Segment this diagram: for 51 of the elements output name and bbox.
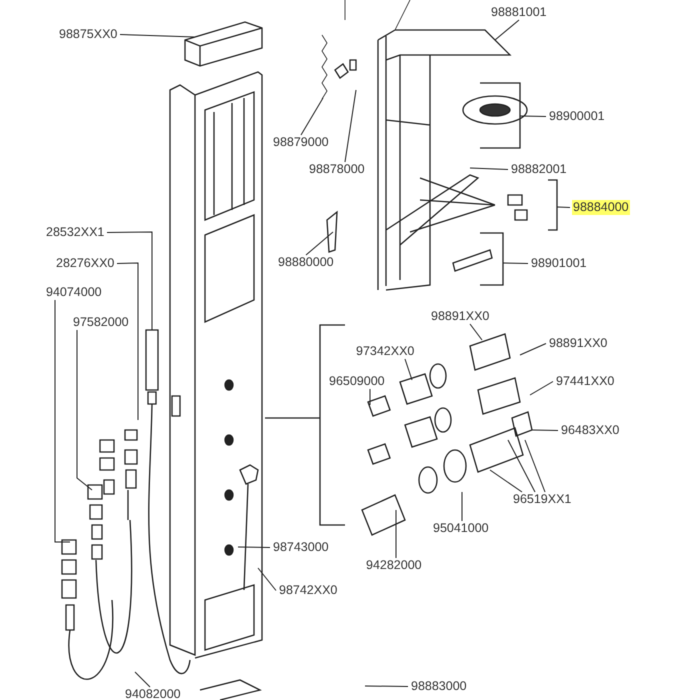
part-number: 98900001 (548, 109, 606, 124)
leader-line (556, 206, 570, 208)
part-number: 98742XX0 (278, 583, 338, 598)
part-number: 98879000 (272, 135, 330, 150)
part-number: 97342XX0 (355, 344, 416, 359)
part-number: 28532XX1 (45, 225, 106, 240)
part-number: 98875XX0 (58, 27, 118, 42)
part-number: 96519XX1 (512, 492, 572, 507)
leader-line (520, 116, 546, 117)
part-number: 98882001 (510, 162, 568, 177)
leader-line (494, 20, 520, 40)
leader-line (490, 470, 522, 492)
leader-line (76, 330, 92, 490)
part-number: 98891XX0 (548, 336, 608, 351)
part-number: 95041000 (432, 521, 490, 536)
part-number: 96509000 (328, 374, 386, 389)
leader-line (364, 686, 408, 687)
part-number: 98878000 (308, 162, 366, 177)
leader-line (404, 358, 412, 380)
part-number: 98883000 (410, 679, 468, 694)
leader-line (120, 34, 196, 38)
part-number: 97582000 (72, 315, 130, 330)
part-number: 98881001 (490, 5, 548, 20)
leader-line (502, 262, 528, 264)
part-number: 97441XX0 (555, 374, 616, 389)
leader-line (106, 232, 152, 330)
part-number: 96483XX0 (560, 423, 620, 438)
leader-line (300, 98, 324, 136)
leader-line (530, 381, 554, 396)
leader-line (344, 90, 356, 162)
part-number: 28276XX0 (55, 256, 116, 271)
leader-line (470, 168, 508, 170)
leader-line (134, 672, 150, 688)
part-number: 94074000 (45, 285, 103, 300)
leader-line (54, 300, 70, 542)
leader-line (258, 568, 276, 591)
part-number: 98884000 (572, 200, 630, 215)
part-number: 94082000 (124, 687, 182, 700)
leader-line (306, 232, 334, 256)
part-number: 98901001 (530, 256, 588, 271)
part-number: 98743000 (272, 540, 330, 555)
leader-line (524, 440, 546, 492)
leader-line (520, 343, 546, 356)
part-number: 98891XX0 (430, 309, 490, 324)
leader-line (116, 262, 138, 420)
part-number: 98880000 (277, 255, 335, 270)
part-number: 94282000 (365, 558, 423, 573)
leader-line (470, 324, 482, 340)
leader-line (532, 430, 558, 431)
leader-line (508, 440, 536, 492)
leader-line (238, 546, 270, 548)
